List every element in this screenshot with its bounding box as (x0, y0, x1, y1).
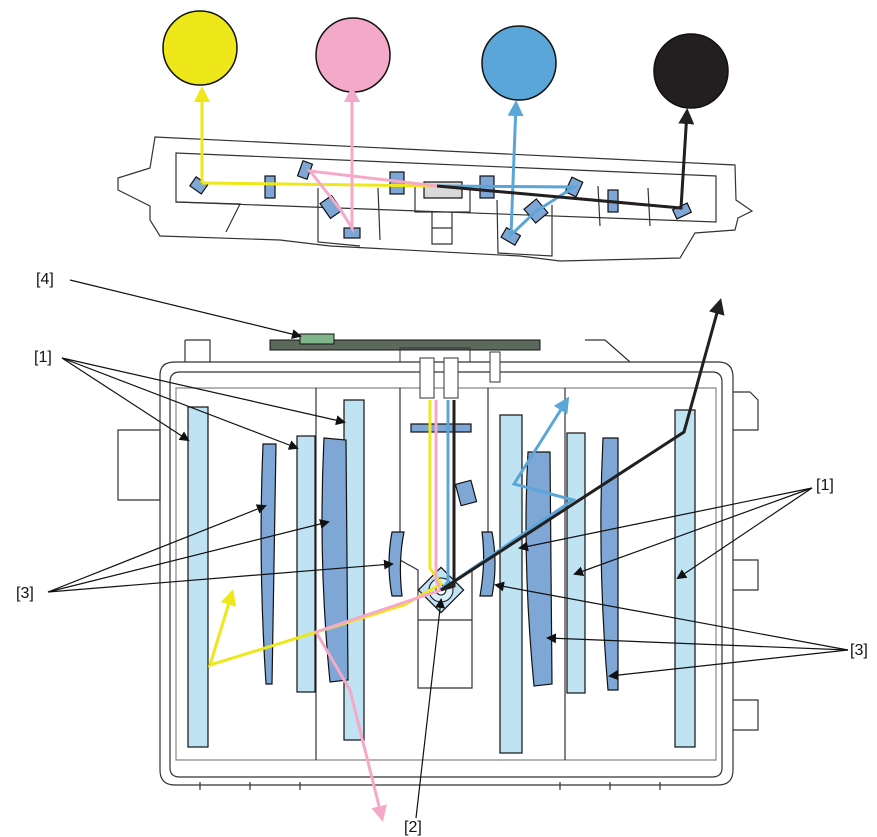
mirror (321, 437, 349, 683)
top-view-beams (207, 298, 725, 822)
leader-lines (47, 279, 849, 819)
mirror (388, 531, 405, 597)
label-2: [2] (404, 819, 422, 836)
magenta-toner-circle (315, 17, 391, 93)
lens-group (187, 399, 696, 754)
mirror (479, 531, 496, 597)
label-1-left: [1] (34, 349, 52, 366)
label-4: [4] (36, 271, 54, 288)
mirror-group (260, 423, 619, 691)
label-1-right: [1] (816, 477, 834, 494)
lens (187, 406, 209, 748)
label-3-left: [3] (16, 585, 34, 602)
lens (566, 432, 586, 694)
circuit-board (269, 333, 541, 399)
lens (674, 409, 696, 748)
lens (499, 414, 523, 754)
top-view-housing (117, 339, 759, 790)
black-toner-circle (653, 33, 729, 109)
lens (296, 435, 316, 693)
mirror (260, 443, 277, 685)
side-view-beams (194, 86, 695, 239)
side-view-housing (117, 136, 754, 262)
mirror (600, 437, 619, 691)
cyan-toner-circle (481, 25, 557, 101)
yellow-toner-circle (162, 10, 238, 86)
label-3-right: [3] (850, 642, 868, 659)
